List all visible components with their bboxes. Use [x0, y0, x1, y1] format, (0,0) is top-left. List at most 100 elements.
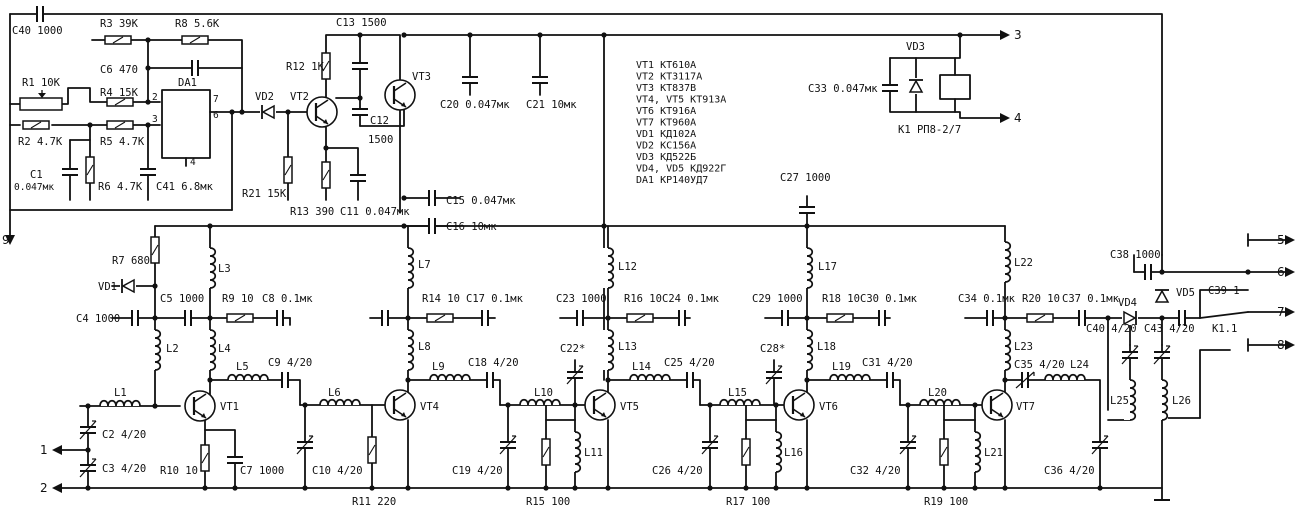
vd1-diode [119, 278, 137, 294]
c12-capacitor [351, 107, 369, 117]
parts-list-item: VT2 КТ3117А [636, 72, 702, 83]
label-vt7: VT7 [1016, 401, 1035, 413]
l15-inductor [719, 398, 761, 406]
junction-dots [85, 32, 1251, 491]
label-pin6: 6 [213, 110, 219, 121]
label-c12: C12 [370, 115, 389, 127]
label-l4: L4 [218, 343, 231, 355]
parts-list-item: VD2 КС156А [636, 141, 696, 152]
label-c20: C20 0.047мк [440, 99, 510, 111]
label-r20: R20 10 [1022, 293, 1060, 305]
r9-resistor [226, 313, 254, 323]
parts-list-item: DA1 КР140УД7 [636, 175, 708, 186]
label-pin3: 3 [152, 114, 158, 125]
label-c13: C13 1500 [336, 17, 387, 29]
parts-list-item: VT6 КТ916А [636, 106, 696, 117]
label-l18: L18 [817, 341, 836, 353]
label-l7: L7 [418, 259, 431, 271]
label-c28: C28* [760, 343, 785, 355]
label-c8: C8 0.1мк [262, 293, 313, 305]
label-l21: L21 [984, 447, 1003, 459]
r18-resistor [826, 313, 854, 323]
c18-capacitor [485, 371, 495, 389]
label-r19: R19 100 [924, 496, 968, 508]
l1-inductor [99, 399, 141, 407]
c30-capacitor [877, 309, 887, 327]
label-c5: C5 1000 [160, 293, 204, 305]
c34-capacitor [985, 309, 995, 327]
l22-inductor [998, 241, 1012, 283]
terminal-1: 1 [40, 443, 48, 457]
label-c21: C21 10мк [526, 99, 577, 111]
r8-resistor [181, 35, 209, 45]
terminal-3: 3 [1014, 28, 1022, 42]
label-l13: L13 [618, 341, 637, 353]
c40-capacitor [35, 5, 45, 23]
label-c19: C19 4/20 [452, 465, 503, 477]
label-l22: L22 [1014, 257, 1033, 269]
vd2-zener [259, 104, 277, 120]
terminal-8: 8 [1277, 338, 1285, 352]
label-r3: R3 39K [100, 18, 139, 30]
label-l9: L9 [432, 361, 445, 373]
r3-resistor [104, 35, 132, 45]
c9-capacitor [280, 371, 290, 389]
label-l25: L25 [1110, 395, 1129, 407]
label-l19: L19 [832, 361, 851, 373]
label-c3: C3 4/20 [102, 463, 146, 475]
label-k1: K1 РП8-2/7 [898, 124, 961, 136]
label-vt6: VT6 [819, 401, 838, 413]
label-c39: C39 1 [1208, 285, 1240, 297]
terminal-numbers: 1 2 3 4 5 6 7 8 9 [2, 28, 1285, 495]
terminal-arrows [5, 30, 1295, 493]
label-r15: R15 100 [526, 496, 570, 508]
label-c38: C38 1000 [1110, 249, 1161, 261]
parts-list-item: VT7 КТ960А [636, 118, 696, 129]
label-c4: C4 1000 [76, 313, 120, 325]
label-c26: C26 4/20 [652, 465, 703, 477]
label-l12: L12 [618, 261, 637, 273]
c31-capacitor [885, 371, 895, 389]
label-c9: C9 4/20 [268, 357, 312, 369]
r11-resistor [367, 436, 377, 464]
label-l14: L14 [632, 361, 651, 373]
l14-inductor [629, 373, 671, 381]
label-l24: L24 [1070, 359, 1089, 371]
label-c18: C18 4/20 [468, 357, 519, 369]
label-c6: C6 470 [100, 64, 138, 76]
label-l2: L2 [166, 343, 179, 355]
c25-capacitor [685, 371, 695, 389]
label-c22: C22* [560, 343, 585, 355]
label-vt3: VT3 [412, 71, 431, 83]
label-c25: C25 4/20 [664, 357, 715, 369]
c7-capacitor [226, 455, 244, 465]
label-c30: C30 0.1мк [860, 293, 918, 305]
label-c40b: C40 4/20 [1086, 323, 1137, 335]
label-l16: L16 [784, 447, 803, 459]
label-l11: L11 [584, 447, 603, 459]
label-l10: L10 [534, 387, 553, 399]
label-c36: C36 4/20 [1044, 465, 1095, 477]
label-r1: R1 10K [22, 77, 61, 89]
label-c34: C34 0.1мк [958, 293, 1016, 305]
r13-resistor [321, 161, 331, 189]
label-c41: C41 6.8мк [156, 181, 214, 193]
label-c43: C43 4/20 [1144, 323, 1195, 335]
label-c35: C35 4/20 [1014, 359, 1065, 371]
terminal-6: 6 [1277, 265, 1285, 279]
c20-capacitor [461, 75, 479, 85]
c1-capacitor [61, 167, 79, 177]
vt5-transistor [583, 388, 617, 422]
c17-capacitor [480, 309, 490, 327]
label-l20: L20 [928, 387, 947, 399]
label-l5: L5 [236, 361, 249, 373]
l20-inductor [919, 398, 961, 406]
c15-capacitor [427, 189, 437, 207]
r19-resistor [939, 438, 949, 466]
r16-resistor [626, 313, 654, 323]
label-c24: C24 0.1мк [662, 293, 720, 305]
label-vt5: VT5 [620, 401, 639, 413]
vd3-diode [908, 77, 924, 95]
label-r17: R17 100 [726, 496, 770, 508]
